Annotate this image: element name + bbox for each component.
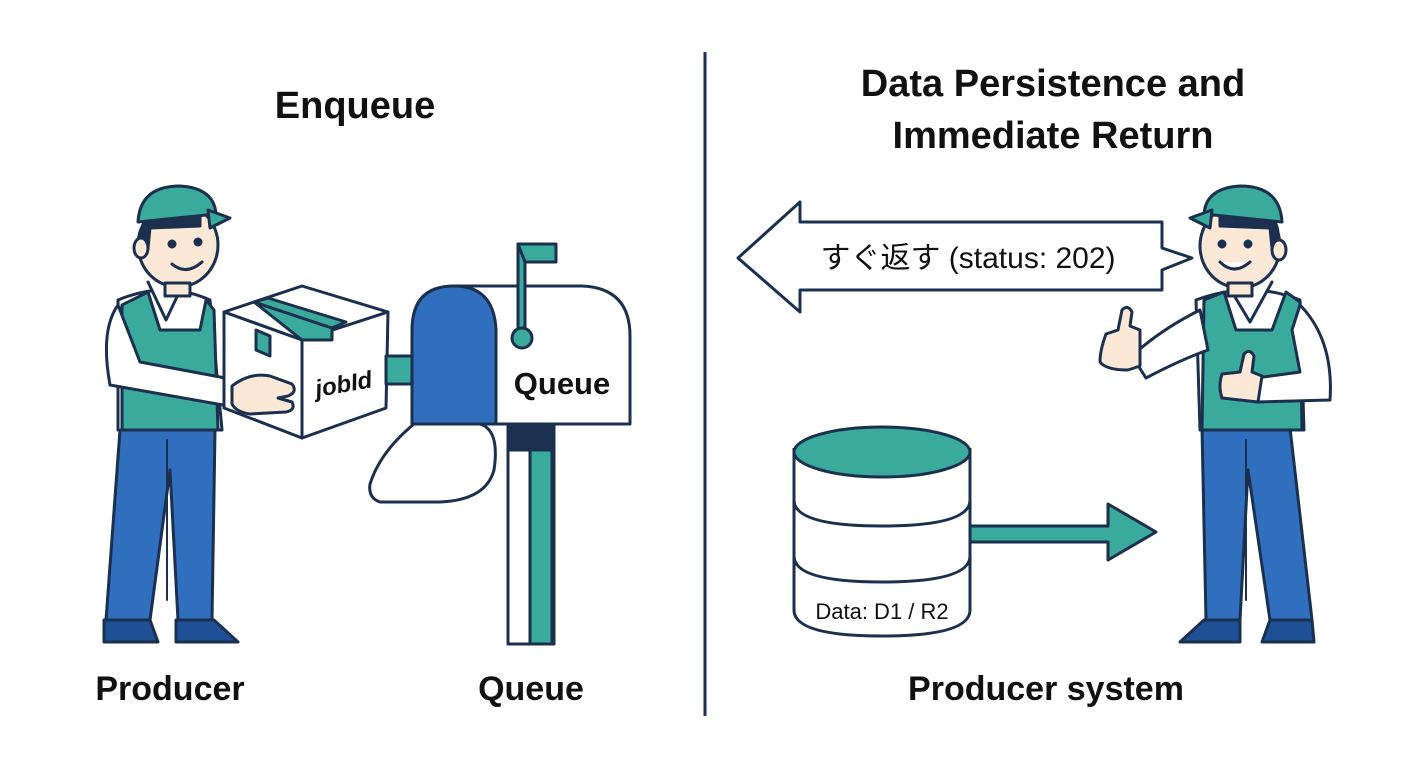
system-caption: Producer system: [908, 670, 1184, 708]
enqueue-title: Enqueue: [275, 85, 435, 127]
return-arrow: [736, 200, 1194, 314]
persistence-title-line2: Immediate Return: [893, 115, 1214, 157]
queue-caption: Queue: [478, 670, 584, 708]
database-icon: [792, 425, 972, 638]
thumbs-up-icon: [1218, 349, 1264, 404]
mailbox-icon: [368, 242, 632, 646]
database-label: Data: D1 / R2: [815, 599, 948, 624]
producer-hand-icon: [230, 373, 296, 416]
mailbox-queue-label: Queue: [514, 366, 610, 401]
thumbs-up-icon: [1098, 305, 1142, 372]
producer-caption: Producer: [95, 670, 244, 708]
persistence-title-line1: Data Persistence and: [861, 63, 1245, 105]
return-arrow-label: すぐ返す (status: 202): [820, 242, 1115, 275]
producer-worker-icon: [102, 184, 242, 644]
persistence-arrow: [968, 502, 1158, 562]
